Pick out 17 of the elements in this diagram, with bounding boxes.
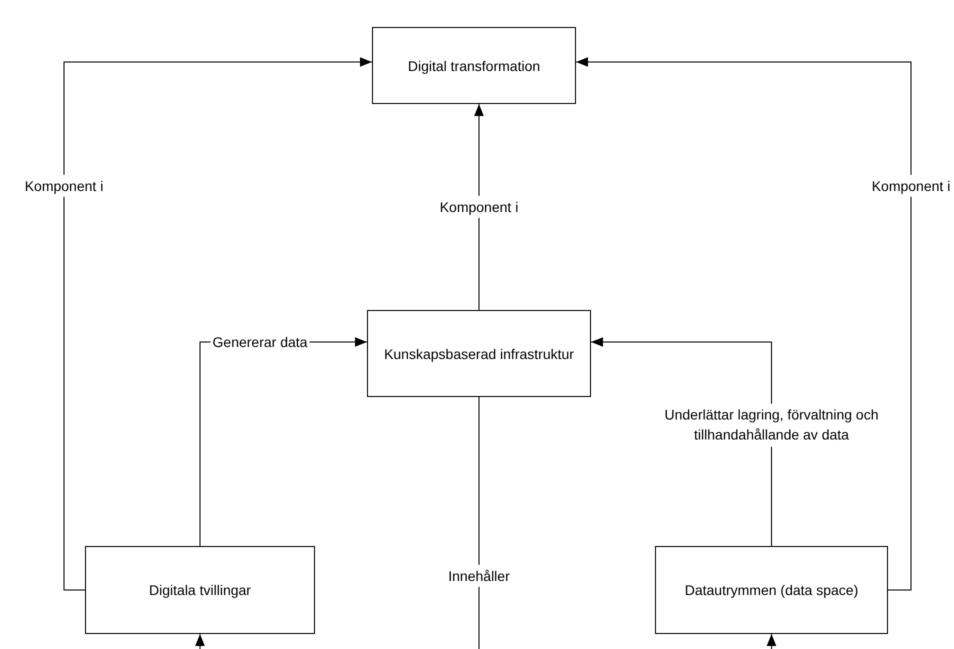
process-box (85, 546, 315, 634)
arrow (576, 57, 912, 590)
box-label: Digital transformation (408, 58, 540, 74)
box-label: Datautrymmen (data space) (684, 582, 858, 598)
arrow (766, 634, 776, 649)
edge-label: Komponent i (438, 196, 520, 218)
process-box (372, 27, 576, 104)
arrow (64, 57, 372, 590)
arrow (474, 104, 484, 310)
box-label: Kunskapsbaserad infrastruktur (384, 346, 574, 362)
process-box (367, 310, 591, 397)
edge-label: Komponent i (22, 174, 106, 198)
box-label: Digitala tvillingar (149, 582, 251, 598)
arrow (195, 634, 205, 649)
arrow (590, 337, 772, 546)
process-box (655, 546, 888, 634)
edge-label: Komponent i (870, 174, 952, 198)
